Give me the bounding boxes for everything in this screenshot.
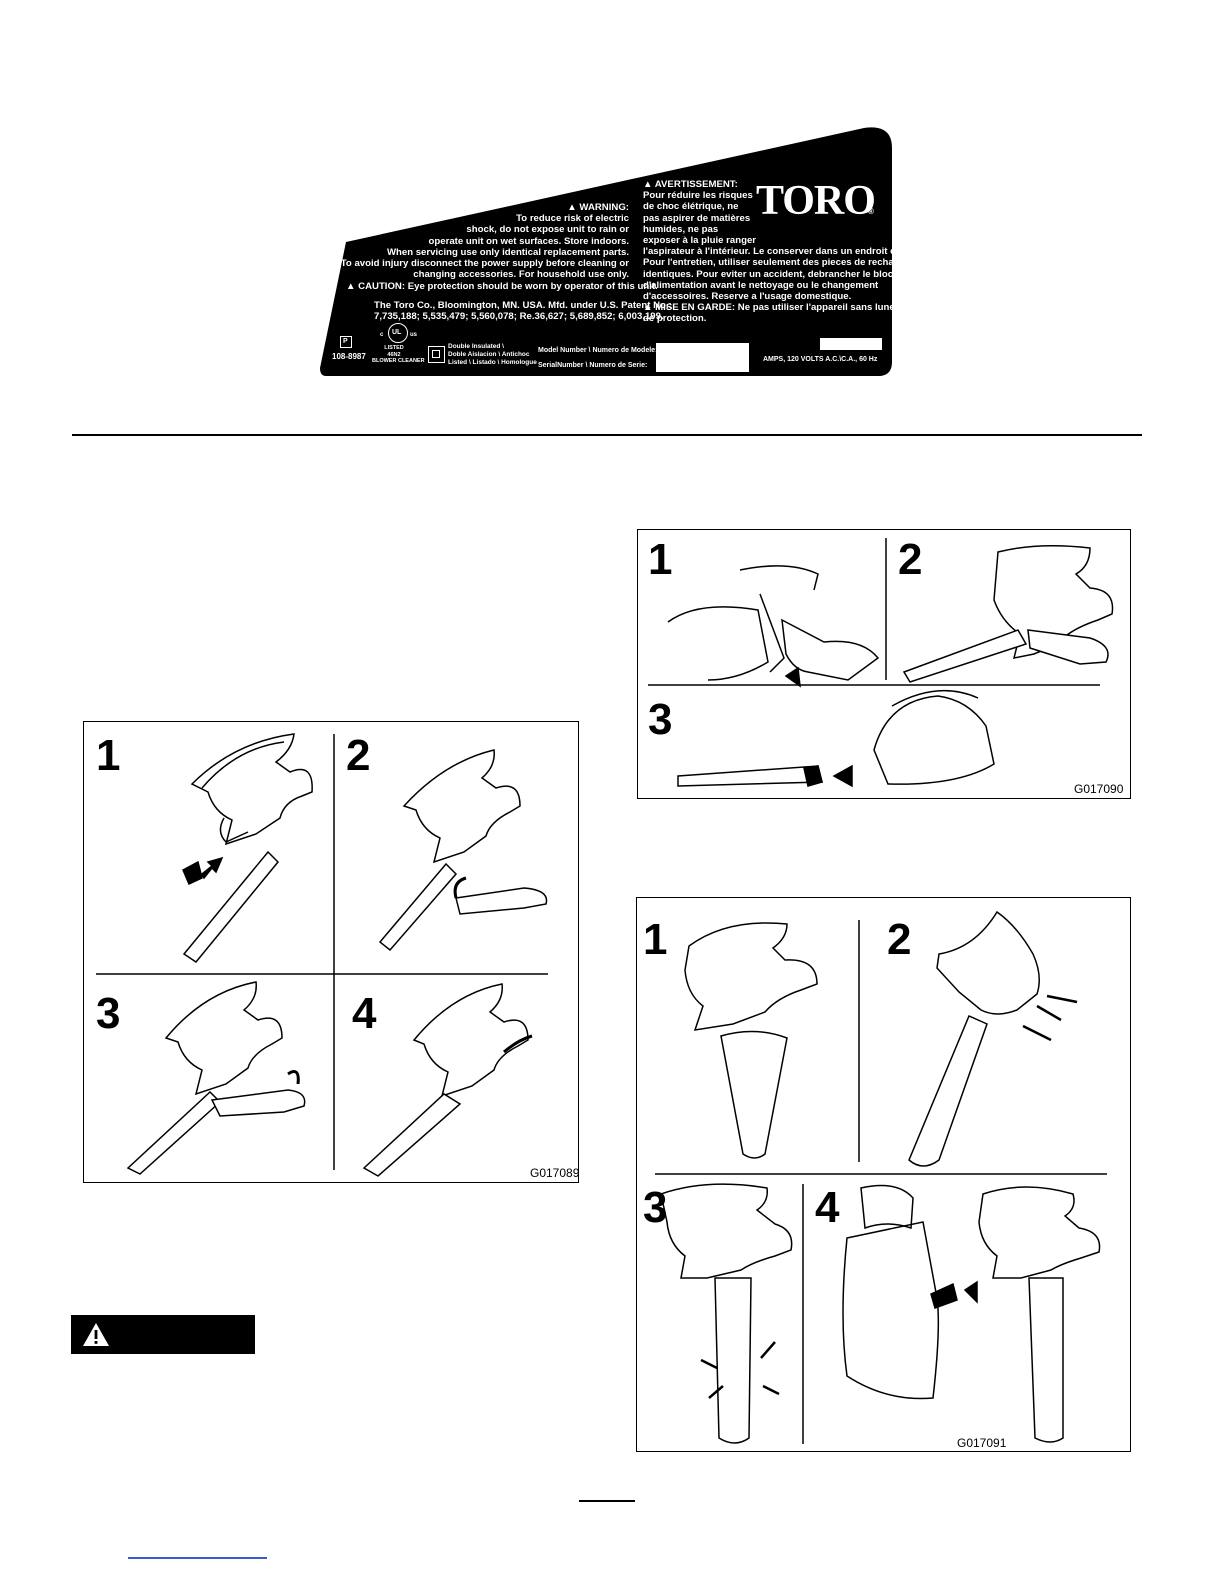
warning-signal-bar [71, 1315, 255, 1354]
figure-code: G017090 [1074, 782, 1124, 796]
ul-listing-text: LISTED 46N2 BLOWER CLEANER [372, 345, 425, 365]
warning-line: To avoid injury disconnect the power sup… [340, 258, 629, 270]
warning-text-block: ▲ WARNING: To reduce risk of electric sh… [316, 202, 629, 280]
model-number-label: Model Number \ Numero de Modele: [538, 347, 658, 354]
amps-label: AMPS, 120 VOLTS A.C.\C.A., 60 Hz [763, 356, 878, 363]
safety-decal: ▲ WARNING: To reduce risk of electric sh… [316, 124, 927, 378]
french-text-block: ▲ AVERTISSEMENT: Pour réduire les risque… [643, 179, 927, 325]
french-line: l'aspirateur à l'intérieur. Le conserver… [643, 246, 928, 258]
step-number: 3 [643, 1183, 668, 1232]
page-number-rule [579, 1500, 635, 1502]
step-number: 2 [898, 535, 923, 584]
step-number: 1 [96, 731, 121, 780]
warning-line: operate unit on wet surfaces. Store indo… [428, 235, 629, 247]
double-insulated-inner-square [432, 350, 440, 358]
ul-line: 46N2 [387, 351, 401, 358]
caution-text: ▲ CAUTION: Eye protection should be worn… [346, 281, 658, 292]
warning-line: To reduce risk of electric [516, 213, 629, 225]
warning-line: changing accessories. For household use … [413, 269, 629, 281]
french-line: humides, ne pas [643, 223, 719, 235]
footer-link-underline[interactable] [128, 1557, 267, 1559]
figure-g017090-illustration [648, 538, 1114, 788]
step-number: 4 [815, 1183, 840, 1232]
registered-mark: ® [868, 207, 874, 216]
french-line: identiques. Pour eviter un accident, deb… [643, 268, 894, 280]
french-line: de choc élétrique, ne [643, 201, 739, 213]
ul-c: c [380, 332, 384, 338]
toro-logo: TORO [756, 178, 876, 224]
warning-line: When servicing use only identical replac… [386, 246, 629, 258]
ul-line: BLOWER CLEANER [372, 358, 425, 364]
step-number: 1 [648, 535, 673, 584]
patent-text: The Toro Co., Bloomington, MN. USA. Mfd.… [374, 300, 672, 322]
french-heading: ▲ AVERTISSEMENT: [643, 179, 738, 190]
p-mark-box: P [340, 336, 352, 348]
ul-mark: UL [392, 329, 402, 336]
ul-listed-icon: UL [388, 323, 408, 343]
amps-blank-box [820, 338, 882, 350]
warning-heading: ▲ WARNING: [567, 202, 629, 213]
patent-line: The Toro Co., Bloomington, MN. USA. Mfd.… [374, 300, 672, 311]
french-line: Pour l'entretien, utiliser seulement des… [643, 257, 911, 269]
figure-code: G017089 [530, 1166, 580, 1180]
patent-line: 7,735,188; 5,535,479; 5,560,078; Re.36,6… [374, 311, 664, 323]
french-line: pas aspirer de matières [643, 212, 751, 224]
figure-g017090: 1 2 3 G017090 [637, 529, 1131, 799]
figure-g017091-illustration [655, 910, 1107, 1444]
figure-g017091: 1 2 3 4 G017091 [636, 897, 1131, 1452]
decal-background [320, 127, 892, 376]
step-number: 3 [96, 989, 121, 1038]
part-number: 108-8987 [332, 352, 366, 361]
insulation-text: Double Insulated \ Doble Aislacion \ Ant… [448, 343, 537, 367]
warning-line: shock, do not expose unit to rain or [466, 224, 629, 236]
step-number: 2 [346, 731, 371, 780]
french-line: exposer à la pluie ranger [643, 235, 757, 247]
double-insulated-icon [428, 346, 445, 363]
figure-g017089: 1 2 3 4 G017089 [83, 721, 579, 1183]
section-divider [72, 434, 1142, 436]
step-number: 2 [887, 915, 912, 964]
insulation-line: Double Insulated \ [448, 343, 504, 350]
warning-triangle-icon [83, 1323, 109, 1346]
french-line: d'alimentation avant le nettoyage ou le … [643, 279, 879, 291]
p-mark: P [343, 338, 348, 345]
serial-number-label: SerialNumber \ Numero de Serie: [538, 362, 648, 369]
french-line: d'accessoires. Reserve a l'usage domesti… [643, 291, 852, 303]
figure-g017089-illustration [96, 733, 548, 1177]
step-number: 3 [648, 695, 673, 744]
ul-line: LISTED [384, 345, 404, 351]
ul-us: us [410, 332, 418, 338]
step-number: 1 [643, 915, 668, 964]
french-line: ▲ MISE EN GARDE: Ne pas utiliser l'appar… [643, 302, 912, 314]
insulation-line: Listed \ Listado \ Homologue [448, 359, 537, 366]
french-line: Pour réduire les risques [643, 190, 753, 202]
figure-code: G017091 [957, 1436, 1007, 1450]
french-line: de protection. [643, 313, 707, 325]
model-serial-blank-box [656, 343, 749, 372]
insulation-line: Doble Aislacion \ Antichoc [448, 351, 530, 358]
step-number: 4 [352, 989, 377, 1038]
